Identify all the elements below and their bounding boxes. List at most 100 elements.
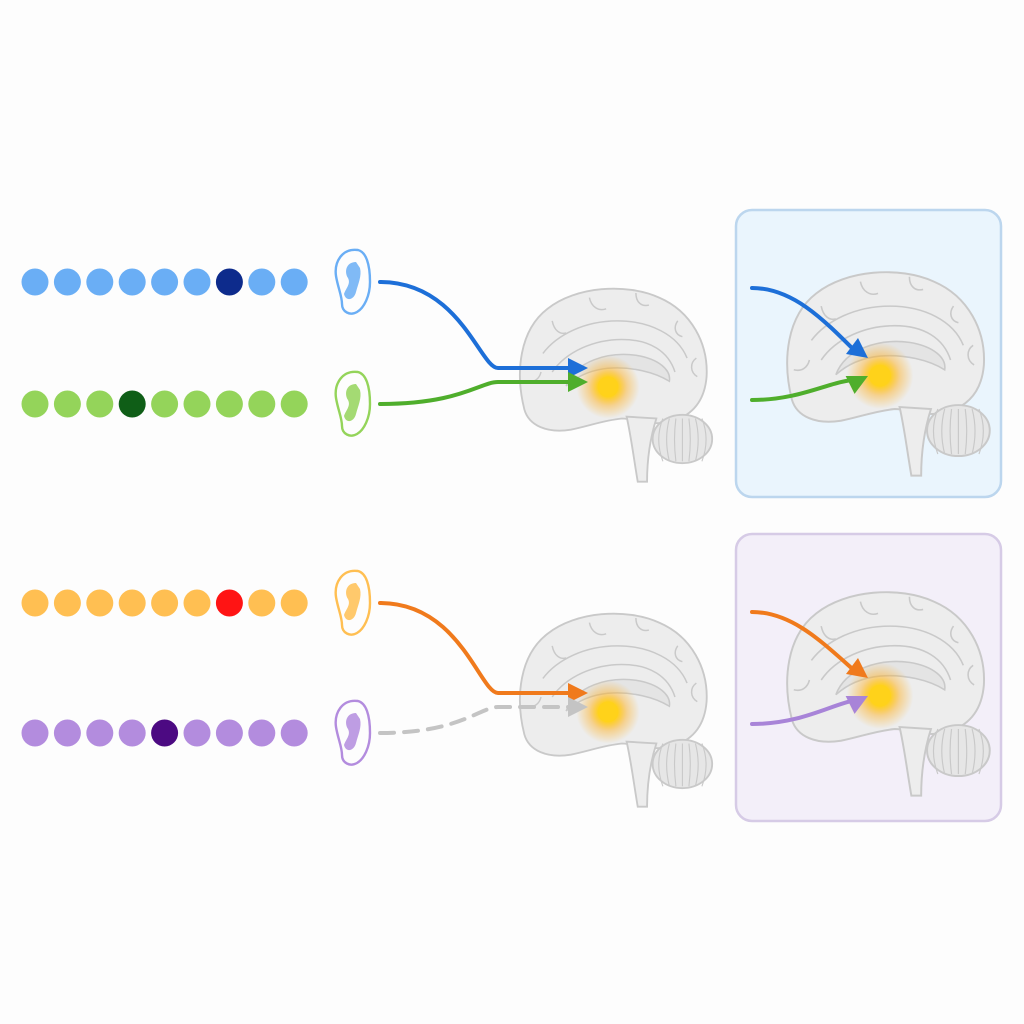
cortex-fold xyxy=(810,625,965,666)
ear-outline xyxy=(334,248,372,315)
tone-sequence-green xyxy=(21,390,308,418)
standard-tone xyxy=(280,268,308,296)
standard-tone xyxy=(118,719,146,747)
standard-tone xyxy=(215,719,243,747)
panel-arrow-blue_arrow xyxy=(750,286,858,354)
cortex-fold xyxy=(551,320,567,335)
arrow-orange xyxy=(378,601,576,695)
cerebellum-fold xyxy=(932,408,939,455)
standard-tone xyxy=(86,390,114,418)
standard-tone xyxy=(248,719,276,747)
deviant-tone xyxy=(118,390,146,418)
ear-canal xyxy=(344,384,361,422)
cerebellum-fold xyxy=(658,418,664,462)
cortex-fold xyxy=(859,601,879,615)
activation-core xyxy=(869,684,891,707)
panel-arrowhead-blue_arrow xyxy=(846,338,868,358)
standard-tone xyxy=(248,390,276,418)
cortex-fold xyxy=(967,664,975,686)
cerebellum-fold xyxy=(964,728,968,775)
standard-tone xyxy=(151,268,179,296)
standard-tone xyxy=(215,390,243,418)
standard-tone xyxy=(183,719,211,747)
cerebellum-fold xyxy=(701,418,707,462)
cortex-fold xyxy=(635,292,650,307)
brain-bottom xyxy=(519,612,714,808)
standard-tone xyxy=(280,589,308,617)
standard-tone xyxy=(183,268,211,296)
cortex-fold xyxy=(950,305,959,324)
standard-tone xyxy=(280,719,308,747)
ear-icon xyxy=(334,370,372,437)
arrow-purple xyxy=(378,705,576,735)
cerebellum xyxy=(651,413,714,465)
brain-top xyxy=(519,287,714,483)
cerebellum-fold xyxy=(673,743,677,787)
tone-sequence-purple xyxy=(21,719,308,747)
standard-tone xyxy=(53,268,81,296)
brainstem xyxy=(898,405,933,477)
ear-icon xyxy=(334,569,372,636)
standard-tone xyxy=(21,719,49,747)
cerebellum-fold xyxy=(949,408,953,455)
ear-icon xyxy=(334,248,372,315)
standard-tone xyxy=(118,589,146,617)
standard-tone xyxy=(53,719,81,747)
ear-canal xyxy=(344,713,361,751)
cortex-fold xyxy=(551,663,676,698)
cerebellum-fold xyxy=(694,418,699,462)
cortex-fold xyxy=(908,596,924,611)
cerebellum-fold xyxy=(688,418,691,462)
standard-tone xyxy=(53,589,81,617)
cerebellum-fold xyxy=(978,728,984,775)
cerebellum-fold xyxy=(688,743,691,787)
cerebellum-fold xyxy=(932,728,939,775)
standard-tone xyxy=(53,390,81,418)
cerebellum xyxy=(926,724,991,778)
arrowhead-green xyxy=(568,372,588,392)
ear-outline xyxy=(334,569,372,636)
arrow-blue xyxy=(378,280,576,370)
standard-tone xyxy=(280,390,308,418)
standard-tone xyxy=(183,589,211,617)
cerebellum-fold xyxy=(941,408,946,455)
cerebellum xyxy=(651,738,714,790)
standard-tone xyxy=(21,268,49,296)
cortex-fold xyxy=(820,644,952,681)
cortex-fold xyxy=(690,357,698,378)
cerebellum-fold xyxy=(666,418,670,462)
cerebellum-fold xyxy=(658,743,664,787)
standard-tone xyxy=(86,268,114,296)
cortex-fold xyxy=(820,324,952,361)
brainstem xyxy=(625,740,658,808)
cerebellum-fold xyxy=(978,408,984,455)
arrow-green xyxy=(378,380,576,406)
cortex-fold xyxy=(674,320,683,338)
cerebellum-fold xyxy=(971,728,976,775)
brainstem xyxy=(625,415,658,483)
standard-tone xyxy=(248,589,276,617)
standard-tone xyxy=(86,719,114,747)
deviant-tone xyxy=(151,719,179,747)
panel-arrowhead-orange_arrow xyxy=(846,658,868,678)
cortex-fold xyxy=(542,320,688,359)
activation-core xyxy=(597,376,619,398)
cerebellum-fold xyxy=(673,418,677,462)
cerebellum xyxy=(926,404,991,458)
standard-tone xyxy=(151,390,179,418)
cerebellum-fold xyxy=(949,728,953,775)
ear-canal xyxy=(344,583,361,621)
standard-tone xyxy=(86,589,114,617)
cortex-fold xyxy=(674,645,683,663)
cerebellum-fold xyxy=(964,408,968,455)
cortex-fold xyxy=(551,338,676,373)
cerebellum-fold xyxy=(701,743,707,787)
cortex-fold xyxy=(908,276,924,291)
brainstem xyxy=(898,725,933,797)
cortex-fold xyxy=(588,622,607,636)
ear-icon xyxy=(334,699,372,766)
cortex-fold xyxy=(551,645,567,660)
cortex-fold xyxy=(820,625,837,641)
